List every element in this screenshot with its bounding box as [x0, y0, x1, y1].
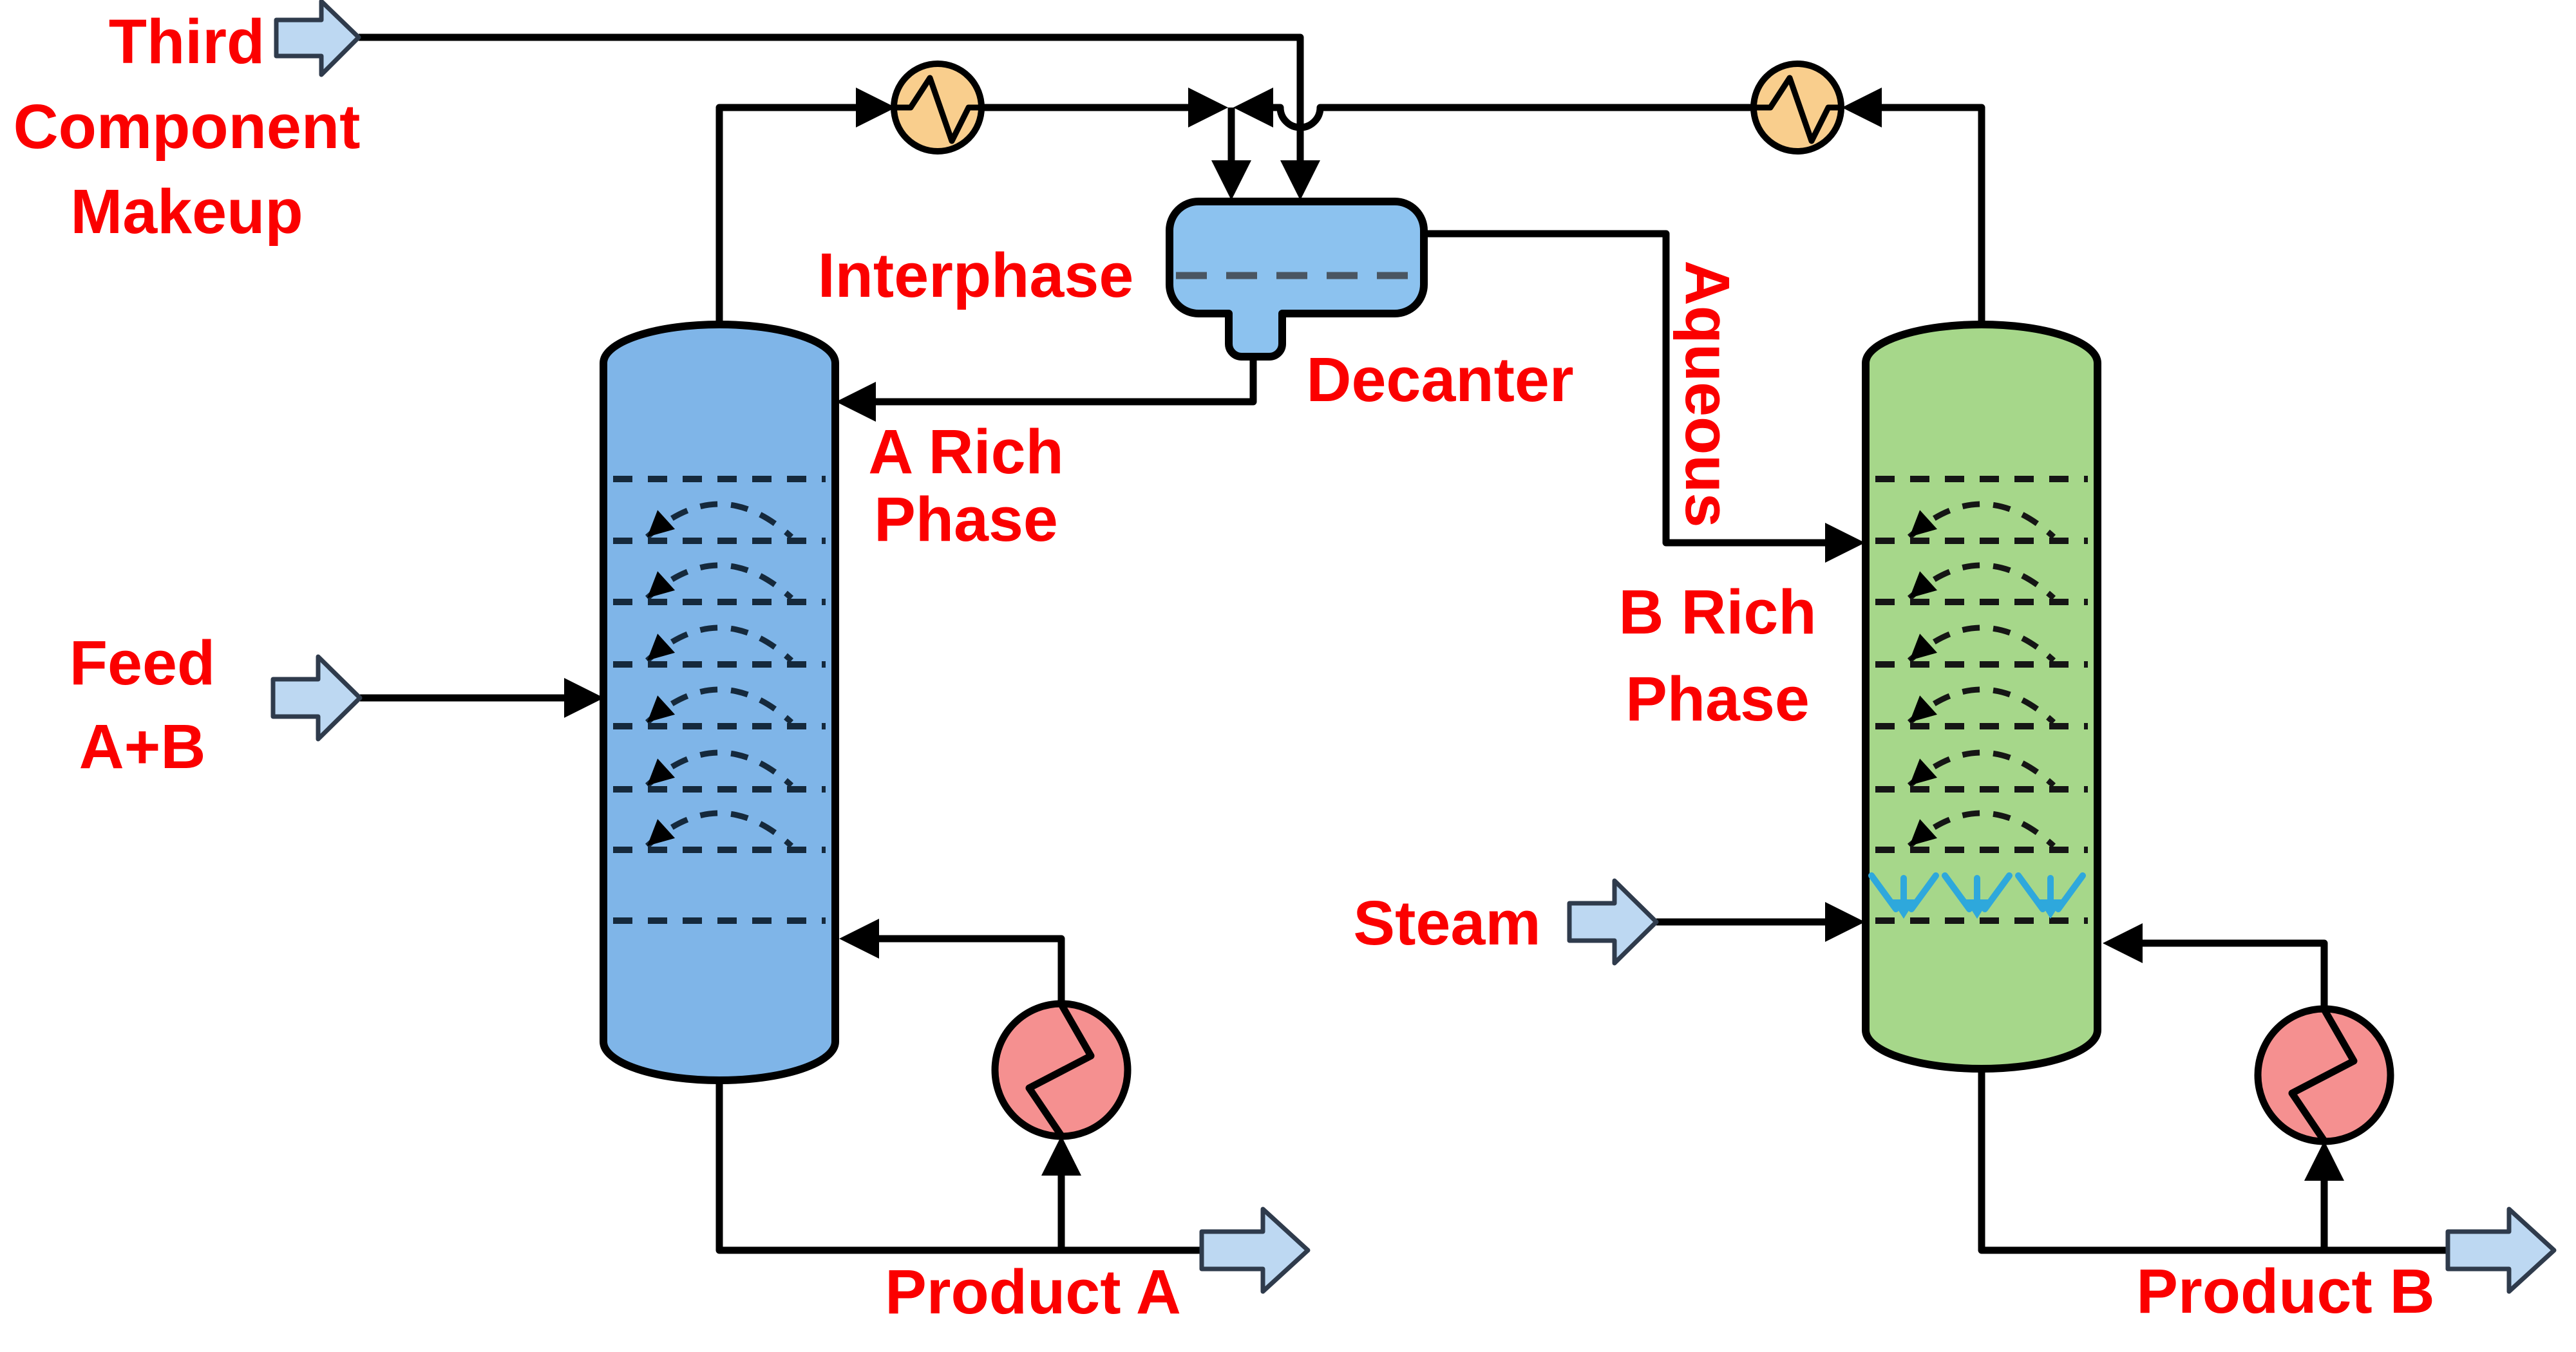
makeup-line — [359, 33, 1320, 200]
a-rich-return-line — [836, 358, 1257, 422]
steam-sparger-icon — [1868, 872, 2086, 919]
makeup-stream-arrow-icon — [274, 0, 361, 77]
column-a — [600, 321, 839, 1084]
condenser-b-coil-icon — [1755, 75, 1840, 144]
b-rich-phase-label-line2: Phase — [1625, 664, 1810, 734]
column-a-trays — [613, 476, 826, 924]
reboiler-a — [991, 1000, 1132, 1140]
decanter-vessel — [1166, 198, 1428, 361]
b-rich-phase-label-line1: B Rich — [1618, 577, 1816, 647]
condensate-line-b — [1233, 88, 1797, 131]
column-b-trays — [1875, 476, 2088, 924]
vapor-arc — [1907, 749, 2056, 788]
vapor-arc — [645, 624, 794, 663]
condenser-a-coil-icon — [895, 75, 980, 144]
feed-label-line2: A+B — [79, 711, 206, 782]
reboiler-a-coil-icon — [1025, 1002, 1095, 1138]
stream-arrows — [270, 0, 2557, 1294]
a-rich-phase-label-line2: Phase — [874, 484, 1058, 554]
feed-stream-arrow-icon — [270, 654, 363, 742]
labels: Third Component Makeup Feed A+B Interpha… — [14, 6, 2435, 1327]
aqueous-label: Aqueous — [1672, 261, 1743, 528]
vapor-arc — [1907, 624, 2056, 663]
overhead-line-b — [1842, 88, 1985, 335]
reboiler-b-coil-icon — [2288, 1008, 2358, 1143]
vapor-arc — [1907, 686, 2056, 725]
product-b-label: Product B — [2136, 1256, 2434, 1326]
column-a-shell — [600, 321, 839, 1084]
aqueous-line — [1424, 230, 1865, 563]
piping — [359, 33, 2448, 1254]
bottoms-line-b — [1978, 1066, 2448, 1254]
steam-stream-arrow-icon — [1567, 878, 1659, 966]
vapor-arc — [1907, 562, 2056, 601]
reboiler-b-return — [2103, 923, 2328, 1009]
vapor-arc — [645, 562, 794, 601]
makeup-label-line1: Third — [109, 6, 265, 77]
column-b — [1862, 321, 2101, 1073]
product-a-label: Product A — [885, 1257, 1181, 1327]
decanter-label: Decanter — [1306, 344, 1573, 415]
vapor-arc — [1907, 501, 2056, 540]
vapor-arc — [645, 501, 794, 540]
product-b-stream-arrow-icon — [2445, 1206, 2557, 1294]
interphase-label: Interphase — [818, 240, 1134, 310]
product-a-stream-arrow-icon — [1199, 1206, 1311, 1294]
steam-label: Steam — [1353, 888, 1540, 958]
vapor-arc — [645, 810, 794, 849]
reboiler-b — [2254, 1005, 2394, 1145]
reboiler-a-return — [839, 919, 1065, 1005]
overhead-line-a — [715, 88, 896, 335]
vapor-arc — [645, 749, 794, 788]
makeup-label-line3: Makeup — [70, 176, 303, 247]
bottoms-line-a — [715, 1075, 1202, 1254]
column-b-shell — [1862, 321, 2101, 1073]
vapor-arc — [1907, 810, 2056, 849]
column-a-vapor-arcs — [645, 501, 794, 849]
condenser-b — [1750, 61, 1844, 155]
vapor-arc — [645, 686, 794, 725]
a-rich-phase-label-line1: A Rich — [868, 417, 1064, 487]
feed-label-line1: Feed — [70, 628, 215, 698]
makeup-label-line2: Component — [14, 91, 361, 162]
condenser-a — [891, 61, 985, 155]
column-b-vapor-arcs — [1907, 501, 2056, 849]
